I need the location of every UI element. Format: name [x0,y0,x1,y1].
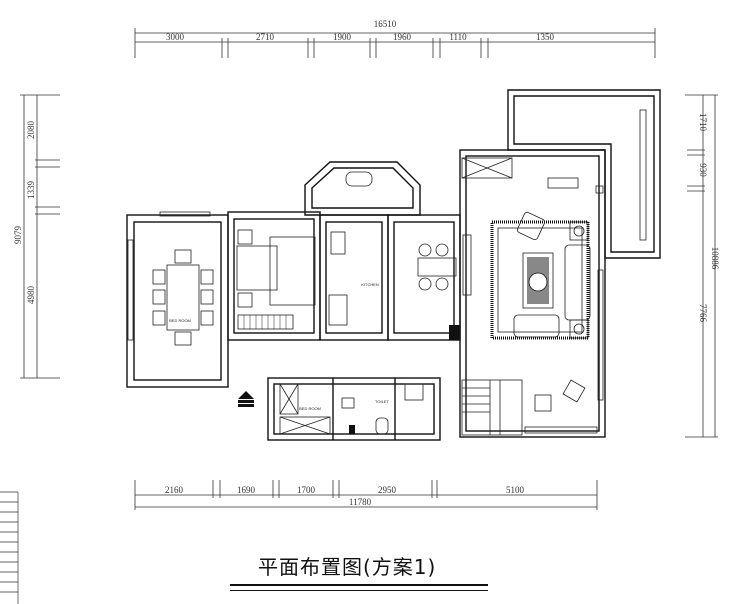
drawing-title: 平面布置图(方案1) [258,555,437,579]
bottom-dimension: 5100 [506,485,525,495]
bottom-dimension: 2160 [165,485,184,495]
top-dimension: 1350 [536,32,555,42]
top-dimension: 3000 [166,32,185,42]
left-dimension: 2080 [26,121,36,140]
four-seat-table [417,243,457,291]
right-total-dimension: 10886 [710,247,720,270]
living-room-furniture [490,177,604,434]
top-dimension-chain [134,28,656,58]
bottom-dimension: 2950 [378,485,397,495]
room-label-toilet: TOILET [375,399,389,404]
bathroom-fixtures [279,383,424,435]
room-label-kitchen: KITCHEN [361,282,379,287]
bottom-dimension: 1700 [297,485,316,495]
right-dimension: 7766 [698,304,708,323]
kitchen-fixtures [328,171,373,326]
room-label-storage: BED ROOM [169,318,191,323]
top-dimension: 1110 [449,32,467,42]
top-dimension: 1960 [393,32,412,42]
legend-table [0,491,19,604]
bottom-dimension-chain [134,480,598,510]
walls [126,89,661,441]
left-dimension: 1339 [26,181,36,200]
right-dimension: 1710 [698,113,708,132]
right-dimension-chain [685,94,718,438]
bottom-dimension: 1690 [237,485,256,495]
left-total-dimension: 9079 [13,226,23,245]
left-dimension-chain [20,94,60,379]
room-label-bedroom: BED ROOM [299,406,321,411]
bottom-total-dimension: 11780 [349,497,372,507]
title-underline [230,584,488,586]
title-underline-thin [230,590,488,591]
dining-table-set [152,249,214,346]
windows [127,109,647,401]
right-dimension: 930 [698,163,708,177]
bed [236,229,316,330]
top-dimension: 1900 [333,32,352,42]
left-dimension: 4980 [26,286,36,305]
entrance-arrow-icon [238,391,254,407]
top-total-dimension: 16510 [374,19,397,29]
top-dimension: 2710 [256,32,275,42]
